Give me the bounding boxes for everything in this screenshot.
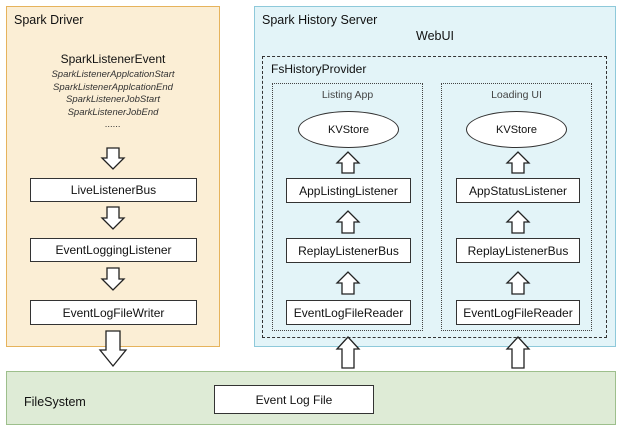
listing-kvstore: KVStore [298, 111, 399, 148]
up-arrow [505, 151, 531, 174]
fs-history-provider-box [262, 56, 607, 338]
webui-label: WebUI [416, 29, 454, 43]
up-arrow [335, 271, 361, 295]
app-status-listener-box: AppStatusListener [456, 178, 580, 203]
live-listener-bus-box: LiveListenerBus [30, 178, 197, 202]
spark-history-server-title: Spark History Server [262, 13, 378, 27]
up-arrow [505, 271, 531, 295]
spark-listener-event-title: SparkListenerEvent [60, 52, 166, 66]
up-arrow [505, 210, 531, 234]
loading-ui-box [441, 83, 592, 331]
spark-driver-title: Spark Driver [14, 13, 84, 27]
spark-history-server-panel [254, 6, 616, 347]
fs-history-provider-title: FsHistoryProvider [271, 62, 367, 76]
event-item: SparkListenerApplcationStart [51, 69, 175, 80]
loading-ui-title: Loading UI [491, 89, 542, 101]
event-log-file-writer-box: EventLogFileWriter [30, 300, 197, 325]
event-log-file-box: Event Log File [214, 385, 374, 414]
app-listing-listener-box: AppListingListener [286, 178, 411, 203]
down-arrow-to-filesystem [98, 330, 128, 368]
event-item: SparkListenerApplcationEnd [53, 81, 173, 93]
down-arrow [100, 206, 126, 230]
down-arrow [100, 267, 126, 291]
loading-kvstore: KVStore [466, 111, 567, 148]
listing-app-title: Listing App [321, 89, 374, 101]
listing-app-box [272, 83, 423, 331]
filesystem-title: FileSystem [24, 395, 86, 409]
event-logging-listener-box: EventLoggingListener [30, 238, 197, 262]
loading-event-log-file-reader-box: EventLogFileReader [456, 300, 580, 325]
listing-replay-listener-bus-box: ReplayListenerBus [286, 238, 411, 263]
event-list: SparkListenerApplcationStart SparkListen… [6, 69, 220, 132]
event-item: SparkListenerJobStart [66, 94, 160, 105]
up-arrow-from-filesystem [505, 336, 531, 369]
up-arrow [335, 210, 361, 234]
up-arrow-from-filesystem [335, 336, 361, 369]
up-arrow [335, 151, 361, 174]
loading-replay-listener-bus-box: ReplayListenerBus [456, 238, 580, 263]
event-item: SparkListenerJobEnd [67, 106, 159, 118]
down-arrow [100, 147, 126, 170]
event-item-ellipsis: ...... [105, 119, 121, 130]
listing-event-log-file-reader-box: EventLogFileReader [286, 300, 411, 325]
